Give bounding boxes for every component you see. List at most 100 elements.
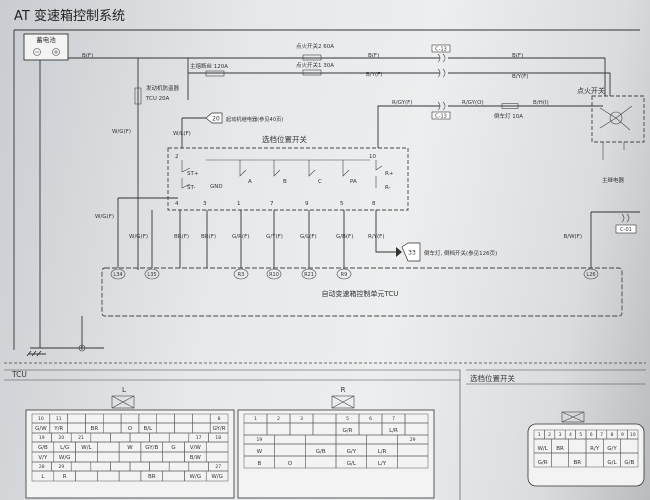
selector-contacts-icon <box>181 159 383 189</box>
page-title: AT 变速箱控制系统 <box>14 9 125 24</box>
selector-switch-title: 选档位置开关 <box>262 134 307 144</box>
connector-c13-top <box>431 44 451 53</box>
pin-wire-color: O <box>288 461 293 467</box>
pin-number: 29 <box>59 464 65 470</box>
pin-number: 17 <box>196 435 202 441</box>
pin-wire-color: G/L <box>347 461 357 467</box>
pin-4: 4 <box>175 201 179 207</box>
pos-b: B <box>283 179 287 185</box>
pin-wire-color: R/Y <box>590 446 600 452</box>
tcu-fuse-icon <box>134 87 142 105</box>
tcu-pin-label: R3 <box>238 272 245 278</box>
pin-number: 4 <box>569 432 572 438</box>
connector-c13-mid <box>431 111 451 120</box>
gnd-label: GND <box>210 184 223 190</box>
wire-gbf-label: G/B(F) <box>336 234 353 240</box>
pin-wire-color: GY/R <box>213 426 226 432</box>
tcu-pin-circles <box>110 268 599 280</box>
fuse-main-label: 主熔断丝 120A <box>190 62 228 70</box>
wire-by1-label: B/Y(F) <box>366 72 382 78</box>
pin-number: 1 <box>254 416 257 422</box>
pin-wire-color: L <box>41 474 45 480</box>
st-minus: ST- <box>187 185 195 191</box>
pin-wire-color: BR <box>574 460 582 466</box>
battery-polarity-icon <box>35 50 58 54</box>
pin-number: 18 <box>215 435 221 441</box>
conn-l-body <box>25 409 235 499</box>
wire-bf-far-label: B(F) <box>512 53 523 59</box>
pin-wire-color: L/R <box>389 428 398 434</box>
pin-number: 7 <box>600 432 603 438</box>
pin-cell <box>205 470 229 482</box>
wire-rgy <box>377 105 440 148</box>
ignition-contacts-icon <box>599 105 633 131</box>
pin-number: 2 <box>548 432 551 438</box>
wire-bh-label: B/H(I) <box>533 100 549 106</box>
pin-wire-color: W/L <box>81 445 92 451</box>
pin-number: 10 <box>38 416 44 422</box>
arrow-reverse-icon <box>396 247 402 257</box>
conn-s-latch-cross <box>561 411 585 423</box>
pin-wire-color: L/Y <box>378 461 387 467</box>
fuse-ig2-icon <box>302 54 322 61</box>
ground-icon <box>26 350 46 357</box>
ref-20-label: 20 <box>212 116 220 123</box>
pin-wire-color: W/L <box>537 446 548 452</box>
pin-3: 3 <box>203 201 207 207</box>
wire-wgf-3-label: W/G(F) <box>129 234 148 240</box>
tcu-box <box>101 267 623 317</box>
fuse-main-icon <box>205 70 225 77</box>
wire-bwf-label: B/W(F) <box>563 234 582 240</box>
pin-wire-color: G/L <box>607 460 617 466</box>
pin-2: 2 <box>175 154 179 160</box>
battery-terminal-negative-icon <box>33 48 41 56</box>
pin-number: 21 <box>78 435 84 441</box>
pin-wire-color: W/G <box>190 474 202 480</box>
connector-c13-rgy-icon <box>437 101 446 111</box>
selector-switch-box <box>167 147 409 211</box>
pin-wire-color: B/L <box>143 426 153 432</box>
selector-output-wires <box>179 210 396 268</box>
pin-wire-color: G <box>171 445 175 451</box>
st-plus: ST+ <box>187 171 199 177</box>
battery-terminal-positive-icon <box>52 48 60 56</box>
pin-wire-color: B <box>257 461 261 467</box>
pin-cell <box>620 452 639 468</box>
tcu-fuse-label: TCU 20A <box>145 96 170 102</box>
tcu-pin-label: R10 <box>269 272 279 278</box>
pin-number: 19 <box>39 435 45 441</box>
conn-s-latch-icon <box>561 411 585 423</box>
pin-wire-color: R <box>63 474 67 480</box>
pin-number: 6 <box>590 432 593 438</box>
wire-wgf-2-label: W/G(F) <box>95 214 114 220</box>
fuse-ig1-label: 点火开关1 30A <box>296 61 334 69</box>
fuse-ig1-icon <box>302 69 322 76</box>
pin-number: 1 <box>538 432 541 438</box>
connector-c13-mid-label: C-13 <box>435 114 447 120</box>
pin-wire-color: BR <box>148 474 156 480</box>
pin-wire-color: V/Y <box>38 455 48 461</box>
pin-wire-color: GY/B <box>145 445 158 451</box>
pin-8: 8 <box>372 201 376 207</box>
bottom-selector-title: 选档位置开关 <box>470 373 515 383</box>
pin-wire-color: W/G <box>211 474 223 480</box>
pin-10: 10 <box>369 154 376 160</box>
ground-point-icon <box>78 344 86 352</box>
pin-wire-color: BR <box>91 426 99 432</box>
pin-5: 5 <box>340 201 344 207</box>
pin-wire-color: G/Y <box>607 446 617 452</box>
pin-wire-color: Y/R <box>53 426 63 432</box>
battery-box <box>23 33 69 61</box>
wire-main-bf <box>68 57 189 100</box>
connector-c13-top-label: C-13 <box>435 47 447 53</box>
wire-gyf-label: G/Y(F) <box>266 234 283 240</box>
wire-rgyo-label: R/GY(O) <box>462 100 484 106</box>
wire-ryf-label: R/Y(F) <box>368 234 385 240</box>
pin-number: 29 <box>410 437 416 443</box>
pin-wire-color: G/R <box>538 460 548 466</box>
lower-frames <box>4 369 646 500</box>
pin-number: 2 <box>277 416 280 422</box>
